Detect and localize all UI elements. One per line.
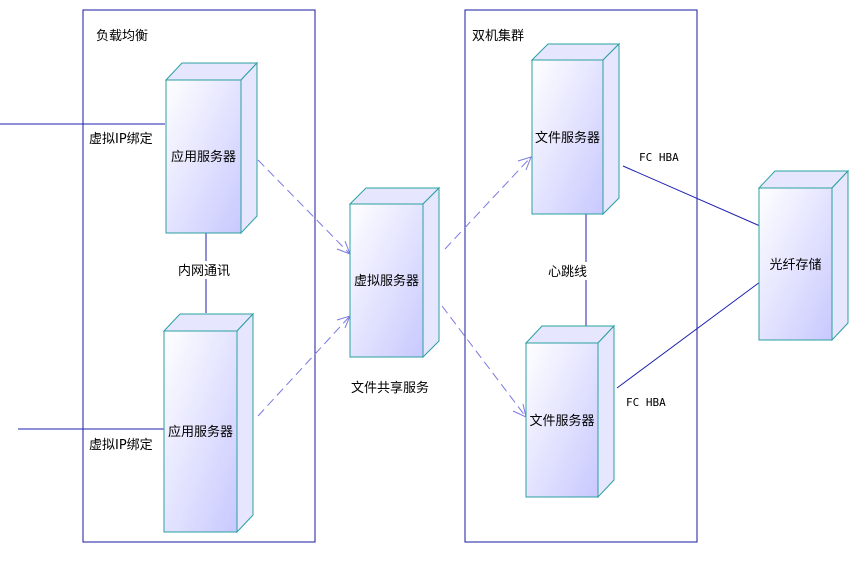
load-balance-title: 负载均衡 xyxy=(96,29,148,44)
file-server-bottom-label: 文件服务器 xyxy=(529,413,594,429)
dual-cluster-frame xyxy=(464,9,698,543)
fc-link-bottom xyxy=(616,281,761,389)
dashed-arrow-virtual-to-file-bottom xyxy=(441,305,527,418)
file-server-top-label: 文件服务器 xyxy=(535,130,600,146)
app-server-top-label: 应用服务器 xyxy=(171,149,236,165)
file-server-top-node: 文件服务器 xyxy=(530,42,621,216)
virtual-ip-label-bottom: 虚拟IP绑定 xyxy=(89,438,153,453)
file-server-bottom-node: 文件服务器 xyxy=(524,324,616,499)
fiber-storage-node: 光纤存储 xyxy=(757,169,850,342)
load-balance-frame xyxy=(82,9,316,543)
fc-hba-label-top: FC HBA xyxy=(639,151,679,164)
dashed-arrow-app-bottom-to-virtual xyxy=(257,315,351,417)
app-server-top-node: 应用服务器 xyxy=(164,61,259,235)
fc-link-top xyxy=(622,165,761,227)
virtual-server-label: 虚拟服务器 xyxy=(354,273,419,289)
dual-cluster-title: 双机集群 xyxy=(472,28,524,44)
file-share-label: 文件共享服务 xyxy=(351,380,429,396)
app-server-bottom-label: 应用服务器 xyxy=(168,424,233,440)
fc-hba-label-bottom: FC HBA xyxy=(626,396,666,409)
virtual-server-node: 虚拟服务器 xyxy=(348,186,441,359)
heartbeat-label: 心跳线 xyxy=(548,265,587,280)
dashed-arrow-app-top-to-virtual xyxy=(257,159,351,255)
intranet-label: 内网通讯 xyxy=(178,263,230,279)
dashed-arrow-virtual-to-file-top xyxy=(444,156,532,250)
virtual-ip-label-top: 虚拟IP绑定 xyxy=(89,132,153,147)
fiber-storage-label: 光纤存储 xyxy=(769,258,821,273)
app-server-bottom-node: 应用服务器 xyxy=(162,312,255,534)
